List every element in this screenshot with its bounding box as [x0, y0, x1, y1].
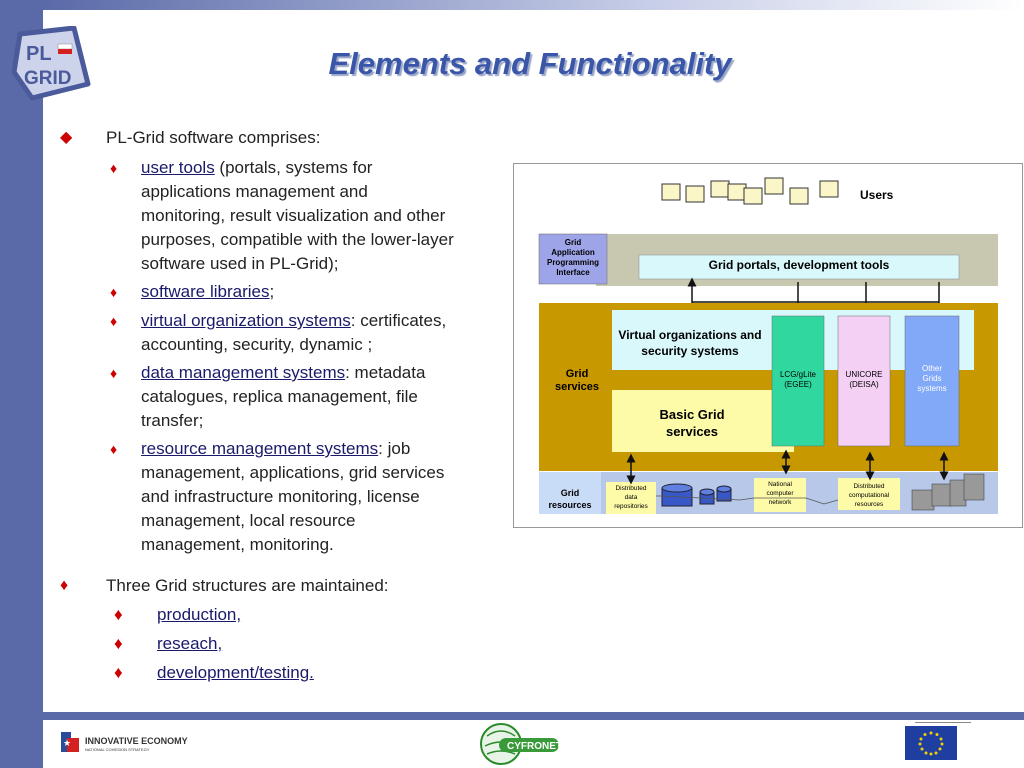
top-gradient-band: [43, 0, 1024, 10]
unicore-box: [837, 315, 891, 447]
resources-label-box: [539, 472, 601, 514]
item-text: applications management and: [141, 182, 368, 201]
diamond-bullet-icon: ♦: [114, 663, 123, 682]
diamond-bullet-icon: ♦: [114, 634, 123, 653]
footer-bar: ★ INNOVATIVE ECONOMY NATIONAL COHESION S…: [43, 720, 1024, 768]
item-text: catalogues, replica management, file: [141, 387, 418, 406]
item-text: and infrastructure monitoring, license: [141, 487, 420, 506]
item-text: monitoring, result visualization and oth…: [141, 206, 446, 225]
diagram-svg: [538, 177, 998, 514]
cyfronet-logo: CYFRONET: [480, 723, 562, 765]
database-icon: [661, 483, 732, 507]
diamond-bullet-icon: ◆: [60, 129, 73, 146]
item-text: : job: [378, 439, 411, 458]
pl-grid-logo: PL GRID: [12, 26, 91, 101]
link-data-management-systems[interactable]: data management systems: [141, 363, 346, 382]
diamond-bullet-icon: ♦: [110, 365, 118, 381]
innovative-economy-subtext: NATIONAL COHESION STRATEGY: [85, 747, 150, 752]
item-text: : metadata: [345, 363, 426, 382]
structures-intro: Three Grid structures are maintained:: [106, 576, 389, 595]
cyfronet-text: CYFRONET: [507, 741, 562, 752]
item-text: ;: [269, 282, 275, 301]
item-text: accounting, security, dynamic ;: [141, 335, 373, 354]
item-text: transfer;: [141, 411, 204, 430]
monitor-icon: [661, 177, 839, 205]
diamond-bullet-icon: ♦: [110, 313, 118, 329]
diamond-bullet-icon: ♦: [110, 160, 118, 176]
lcg-label: LCG/gLite(EGEE): [779, 370, 817, 389]
intro-text: PL-Grid software comprises:: [106, 128, 321, 147]
lcg-box: [771, 315, 825, 447]
portals-label: Grid portals, development tools: [708, 258, 890, 272]
svg-text:★: ★: [63, 738, 71, 748]
portals-box: [638, 254, 960, 280]
link-virtual-organization-systems[interactable]: virtual organization systems: [141, 311, 351, 330]
diamond-bullet-icon: ♦: [60, 577, 69, 594]
left-frame-bar: [0, 0, 43, 768]
innovative-economy-logo-icon: ★: [61, 732, 79, 752]
item-text: purposes, compatible with the lower-laye…: [141, 230, 454, 249]
item-text: management, applications, grid services: [141, 463, 445, 482]
link-resource-management-systems[interactable]: resource management systems: [141, 439, 379, 458]
item-text: management, local resource: [141, 511, 356, 530]
eu-flag-icon: [905, 726, 957, 760]
other-grids-box: [904, 315, 960, 447]
users-label: Users: [860, 188, 894, 202]
diamond-bullet-icon: ♦: [110, 284, 118, 300]
logo-text-grid: GRID: [24, 68, 72, 89]
api-box: [538, 233, 608, 285]
item-text: software used in PL-Grid);: [141, 254, 339, 273]
basic-services-box: [612, 390, 794, 452]
page-title: Elements and Functionality: [328, 46, 732, 81]
server-icon: [911, 473, 985, 511]
innovative-economy-text: INNOVATIVE ECONOMY: [85, 736, 188, 746]
item-text: (portals, systems for: [214, 158, 373, 177]
link-development-testing[interactable]: development/testing.: [157, 663, 314, 682]
diamond-bullet-icon: ♦: [110, 441, 118, 457]
bottom-band: [43, 712, 1024, 720]
item-text: management, monitoring.: [141, 535, 334, 554]
dist-comp-box: [838, 478, 900, 510]
dist-data-box: [606, 482, 656, 514]
link-user-tools[interactable]: user tools: [141, 158, 215, 177]
link-production[interactable]: production,: [157, 605, 242, 624]
diamond-bullet-icon: ♦: [114, 605, 123, 624]
item-text: : certificates,: [350, 311, 447, 330]
national-network-box: [754, 478, 806, 512]
logo-text-pl: PL: [26, 43, 52, 65]
network-line: [656, 495, 839, 505]
link-research[interactable]: reseach,: [157, 634, 223, 653]
link-software-libraries[interactable]: software libraries: [141, 282, 270, 301]
divider: [915, 722, 971, 723]
unicore-label: UNICORE(DEISA): [845, 370, 883, 389]
